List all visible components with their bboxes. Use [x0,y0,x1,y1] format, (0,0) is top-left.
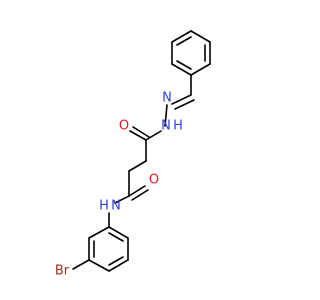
aromatic-inner-bond [176,60,192,70]
bond [190,63,211,76]
upper-carbonyl-oxygen-label: O [119,119,129,134]
aromatic-inner-bond [108,232,124,242]
succinyl-chain [114,126,150,204]
bond [171,63,192,76]
aromatic-inner-bond [176,36,192,46]
bond [88,259,110,272]
bond [72,259,90,270]
bond [132,126,150,138]
top-benzene-ring [171,30,211,76]
bromine-label: Br [55,264,70,279]
bond [190,30,211,43]
bottom-bromophenyl-ring [72,212,129,272]
aromatic-inner-bond [108,256,124,266]
bond [128,185,146,197]
hydrazone-chain [145,74,195,141]
bond [171,94,192,105]
bond [131,189,149,201]
hydrazide-hydrogen-label: H [173,119,183,134]
bond [164,104,168,127]
bond [171,30,192,43]
bond [145,130,162,141]
hydrazide-nitrogen-label: N [161,119,171,134]
bond [129,130,147,141]
bond [114,195,130,204]
amide-nitrogen-label: N [111,199,121,214]
bond [128,160,147,172]
canvas-background [0,0,300,300]
amide-hydrogen-label: H [99,199,109,214]
bond [174,99,195,110]
bond [108,226,129,239]
lower-carbonyl-oxygen-label: O [149,173,159,188]
bond [88,226,110,239]
chemical-structure: N N H O O N H Br [0,0,300,300]
hydrazone-nitrogen-label: N [162,91,172,106]
bond [108,259,129,272]
